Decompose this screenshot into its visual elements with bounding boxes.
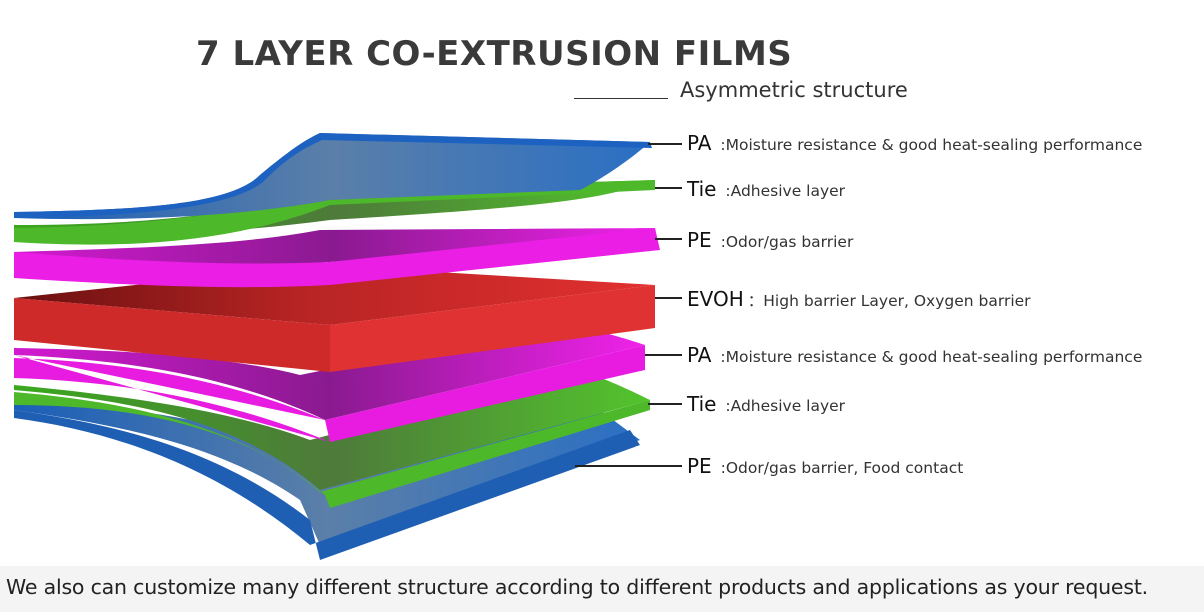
layer-3-separator: : bbox=[715, 233, 726, 251]
layer-5-description: Moisture resistance & good heat-sealing … bbox=[725, 348, 1143, 366]
layer-5-separator: : bbox=[715, 348, 726, 366]
footer-banner: We also can customize many different str… bbox=[0, 566, 1204, 612]
layer-5-name: PA bbox=[687, 343, 712, 367]
layer-label-5: PA :Moisture resistance & good heat-seal… bbox=[687, 343, 1142, 367]
layer-1-edge bbox=[14, 133, 652, 218]
layer-label-1: PA :Moisture resistance & good heat-seal… bbox=[687, 131, 1142, 155]
layer-4-description: High barrier Layer, Oxygen barrier bbox=[763, 292, 1031, 310]
diagram-subtitle: Asymmetric structure bbox=[680, 78, 908, 102]
layer-1-name: PA bbox=[687, 131, 712, 155]
layer-5-edge bbox=[14, 345, 645, 442]
layer-6-description: Adhesive layer bbox=[730, 397, 846, 415]
layer-4-name: EVOH bbox=[687, 287, 744, 311]
diagram-title: 7 LAYER CO-EXTRUSION FILMS bbox=[196, 34, 793, 74]
layer-3-magenta bbox=[14, 228, 655, 268]
layer-4-red-top bbox=[14, 265, 655, 325]
footer-text: We also can customize many different str… bbox=[6, 575, 1148, 599]
layer-4-red-front bbox=[14, 298, 330, 372]
layer-3-name: PE bbox=[687, 228, 712, 252]
layer-stack-illustration bbox=[14, 133, 682, 560]
subtitle-leader-line bbox=[574, 98, 668, 99]
layer-6-separator: : bbox=[720, 397, 731, 415]
layer-2-edge bbox=[14, 180, 655, 245]
layer-2-name: Tie bbox=[687, 177, 717, 201]
layer-7-name: PE bbox=[687, 454, 712, 478]
layer-3-edge bbox=[14, 228, 660, 288]
layer-4-separator: ： bbox=[747, 292, 764, 310]
layer-label-6: Tie :Adhesive layer bbox=[687, 392, 845, 416]
layer-2-description: Adhesive layer bbox=[730, 182, 846, 200]
layer-label-2: Tie :Adhesive layer bbox=[687, 177, 845, 201]
layer-1-description: Moisture resistance & good heat-sealing … bbox=[725, 136, 1143, 154]
layer-6-name: Tie bbox=[687, 392, 717, 416]
layer-7-description: Odor/gas barrier, Food contact bbox=[725, 459, 964, 477]
layer-label-3: PE :Odor/gas barrier bbox=[687, 228, 853, 252]
layer-label-7: PE :Odor/gas barrier, Food contact bbox=[687, 454, 963, 478]
layer-4-red-side bbox=[330, 285, 655, 372]
layer-7-separator: : bbox=[715, 459, 726, 477]
layer-label-4: EVOH：High barrier Layer, Oxygen barrier bbox=[687, 287, 1031, 311]
layer-7-edge bbox=[14, 410, 640, 560]
layer-1-separator: : bbox=[715, 136, 726, 154]
layer-2-separator: : bbox=[720, 182, 731, 200]
layer-1-blue bbox=[14, 133, 650, 220]
layer-6-edge bbox=[14, 392, 650, 508]
layer-3-description: Odor/gas barrier bbox=[725, 233, 854, 251]
